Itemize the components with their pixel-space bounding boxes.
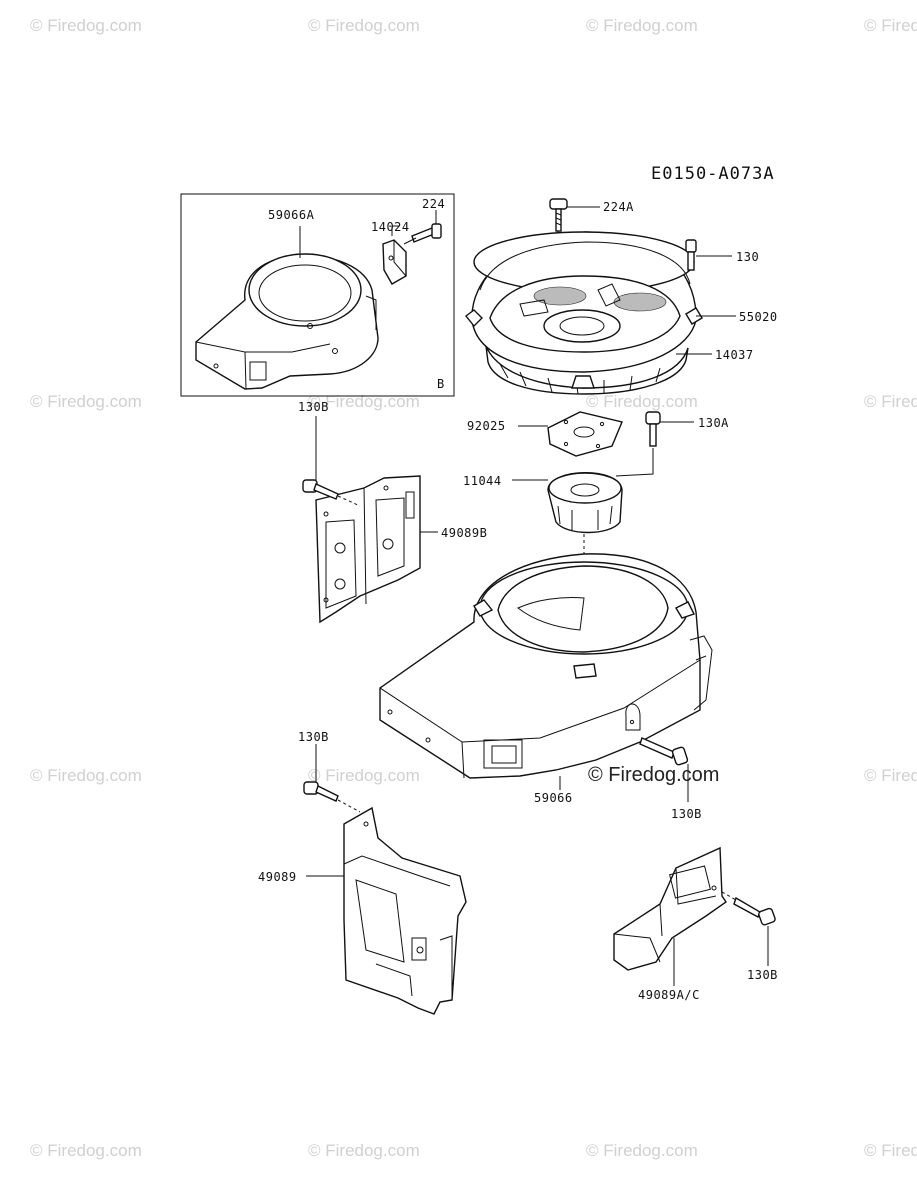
watermark-text: © Firedog.com (864, 16, 917, 35)
inset-shroud-59066A (195, 253, 379, 390)
part-label-55020[interactable]: 55020 (739, 310, 778, 324)
part-label-224[interactable]: 224 (422, 197, 446, 211)
diagram-code: E0150-A073A (651, 164, 775, 184)
part-label-11044[interactable]: 11044 (463, 474, 502, 488)
bolt-130B-upper (302, 479, 339, 500)
watermark-text: © Firedog.com (30, 16, 142, 35)
cup-11044 (547, 472, 623, 534)
watermark-text: © Firedog.com (586, 1141, 698, 1160)
watermark-text: © Firedog.com (30, 392, 142, 411)
part-label-130A[interactable]: 130A (698, 416, 729, 430)
rotating-screen-55020 (465, 231, 703, 373)
bracket-49089 (343, 806, 467, 1015)
bolt-130B-shroud (639, 737, 689, 766)
part-label-59066A[interactable]: 59066A (268, 208, 315, 222)
bolt-130B-right (733, 896, 776, 926)
copyright-text: © Firedog.com (588, 764, 720, 786)
watermark-text: © Firedog.com (864, 392, 917, 411)
part-label-130B[interactable]: 130B (747, 968, 778, 982)
part-label-59066[interactable]: 59066 (534, 791, 573, 805)
bolt-130A (645, 411, 661, 447)
watermark-text: © Firedog.com (308, 766, 420, 785)
inset-tag: B (437, 377, 445, 391)
watermark-text: © Firedog.com (864, 766, 917, 785)
part-label-14037[interactable]: 14037 (715, 348, 754, 362)
part-label-224A[interactable]: 224A (603, 200, 634, 214)
part-label-130B[interactable]: 130B (298, 400, 329, 414)
watermark-text: © Firedog.com (308, 392, 420, 411)
watermark-text: © Firedog.com (586, 392, 698, 411)
inset-frame (180, 193, 455, 397)
watermark-text: © Firedog.com (308, 1141, 420, 1160)
part-label-130[interactable]: 130 (736, 250, 760, 264)
part-label-49089AC[interactable]: 49089A/C (638, 988, 700, 1002)
bolt-130B-left (303, 781, 339, 802)
main-shroud-59066 (379, 553, 713, 779)
watermark-text: © Firedog.com (30, 1141, 142, 1160)
part-label-49089B[interactable]: 49089B (441, 526, 488, 540)
watermark-text: © Firedog.com (308, 16, 420, 35)
bolt-130 (685, 239, 697, 271)
part-label-14024[interactable]: 14024 (371, 220, 410, 234)
inset-bracket-14024 (382, 239, 407, 285)
watermark-text: © Firedog.com (586, 16, 698, 35)
bracket-49089B (315, 475, 421, 624)
bolt-224A (549, 198, 568, 232)
bracket-49089AC (613, 846, 727, 971)
inset-bolt-224 (411, 223, 442, 243)
leader-14024 (391, 225, 399, 236)
part-label-49089[interactable]: 49089 (258, 870, 297, 884)
watermark-text: © Firedog.com (864, 1141, 917, 1160)
part-label-130B[interactable]: 130B (298, 730, 329, 744)
part-label-130B[interactable]: 130B (671, 807, 702, 821)
part-label-92025[interactable]: 92025 (467, 419, 506, 433)
watermark-text: © Firedog.com (30, 766, 142, 785)
plate-92025 (547, 411, 623, 457)
